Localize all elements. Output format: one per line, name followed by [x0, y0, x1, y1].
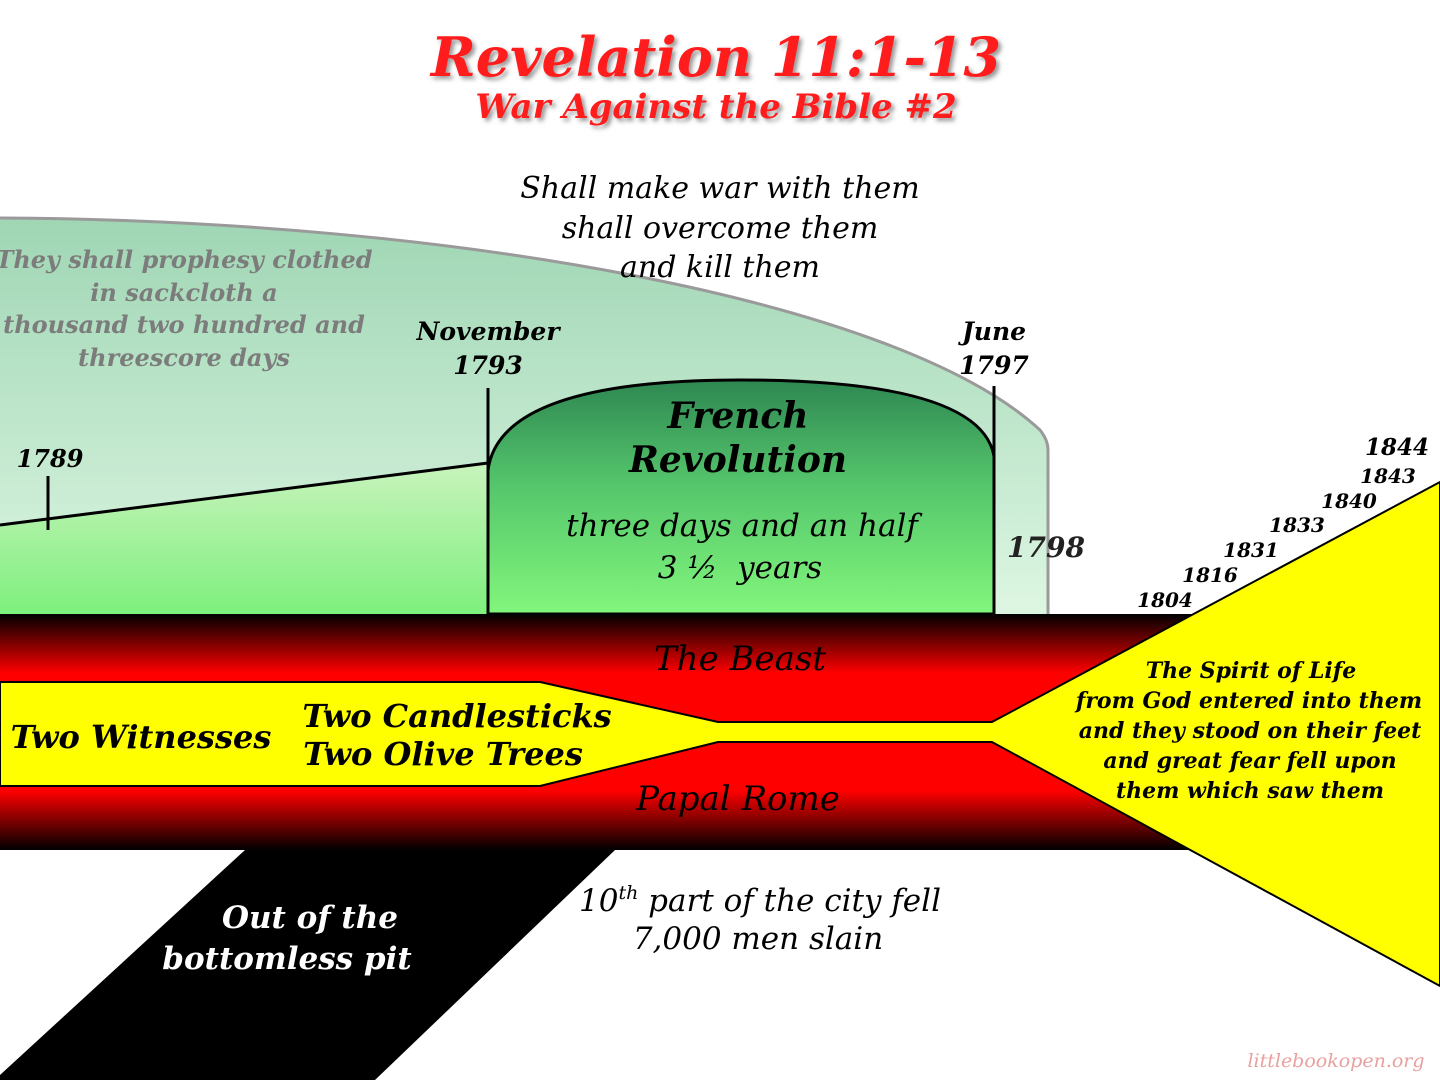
prophecy-arc-edge — [0, 216, 1050, 614]
candlesticks-label: Two Candlesticks — [302, 697, 611, 735]
spirit-text-line-4: and great fear fell upon — [1103, 748, 1396, 774]
date-june-label: June — [958, 317, 1026, 346]
city-text-line-1: 10th part of the city fell — [579, 882, 941, 919]
bottomless-pit — [0, 850, 615, 1080]
pit-text-line-1: Out of the — [222, 900, 398, 936]
year-1816: 1816 — [1182, 563, 1238, 587]
war-text-line-2: shall overcome them — [562, 211, 879, 246]
pit-text-line-2: bottomless pit — [162, 941, 412, 977]
french-revolution-title-2: Revolution — [628, 439, 847, 481]
prophesy-text-line-2: in sackcloth a — [90, 278, 277, 307]
year-1833: 1833 — [1269, 513, 1325, 537]
city-text-line-2: 7,000 men slain — [633, 921, 883, 957]
french-revolution-title-1: French — [666, 395, 808, 437]
war-text-line-1: Shall make war with them — [520, 171, 920, 206]
year-1840: 1840 — [1321, 489, 1377, 513]
spirit-text-line-3: and they stood on their feet — [1079, 718, 1422, 744]
date-1793: 1793 — [453, 351, 523, 380]
period-1789-1793 — [0, 463, 488, 614]
french-revolution-duration-1: three days and an half — [566, 508, 923, 544]
city-number: 10 — [579, 883, 618, 919]
date-1789: 1789 — [17, 444, 84, 473]
papal-rome-band — [0, 742, 1190, 850]
year-1804: 1804 — [1137, 588, 1193, 612]
beast-label: The Beast — [654, 639, 826, 679]
french-revolution-duration-2: 3 ½ years — [658, 550, 822, 586]
spirit-text-line-1: The Spirit of Life — [1146, 658, 1357, 684]
beast-band — [0, 614, 1200, 722]
olive-trees-label: Two Olive Trees — [303, 735, 583, 773]
year-1831: 1831 — [1223, 538, 1279, 562]
year-1844: 1844 — [1365, 434, 1429, 461]
french-revolution-dome — [486, 378, 996, 616]
papal-rome-label: Papal Rome — [635, 779, 840, 819]
prophesy-text-line-1: They shall prophesy clothed — [0, 245, 373, 274]
date-1798: 1798 — [1007, 531, 1085, 564]
page-title: Revelation 11:1-13 — [429, 25, 1001, 89]
spirit-text-line-2: from God entered into them — [1074, 688, 1422, 714]
date-1797: 1797 — [959, 351, 1029, 380]
city-rest: part of the city fell — [638, 883, 941, 919]
period-slope-line — [0, 461, 489, 527]
date-nov-label: November — [416, 317, 562, 346]
witnesses-band — [0, 480, 1440, 988]
war-text-line-3: and kill them — [620, 250, 820, 285]
prophesy-text-line-3: thousand two hundred and — [3, 310, 365, 339]
city-superscript: th — [618, 882, 638, 904]
prophesy-text-line-4: threescore days — [78, 343, 290, 372]
watermark: littlebookopen.org — [1247, 1050, 1424, 1072]
year-1843: 1843 — [1360, 464, 1416, 488]
two-witnesses-label: Two Witnesses — [11, 718, 272, 756]
spirit-text-line-5: them which saw them — [1116, 778, 1384, 804]
page-subtitle: War Against the Bible #2 — [475, 87, 956, 127]
